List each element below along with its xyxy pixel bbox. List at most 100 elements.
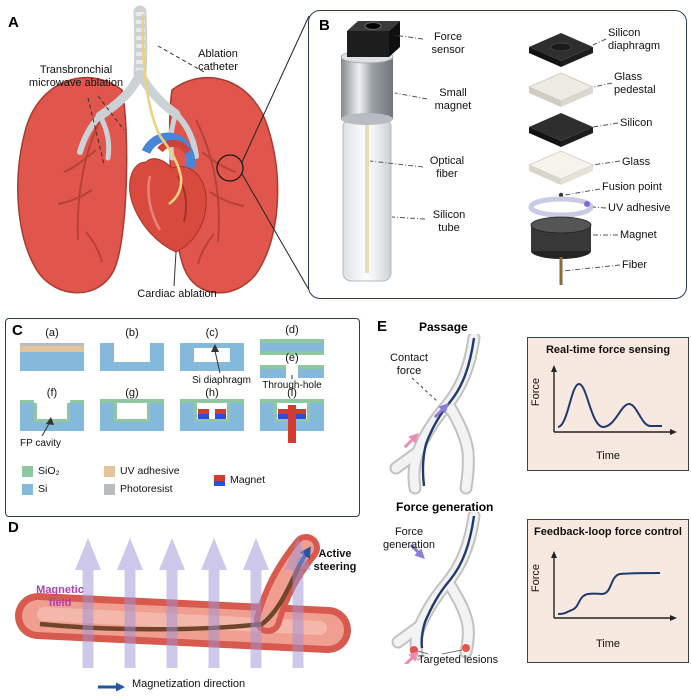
step-e-label: (e) <box>285 352 299 364</box>
field-arrows <box>75 538 311 668</box>
legend-sio2: SiO₂ <box>22 465 60 477</box>
time-axis-label: Time <box>595 450 621 462</box>
fp-cavity-annotation: FP cavity <box>20 438 61 449</box>
magnet-cylinder <box>530 216 592 259</box>
step-c-drawing <box>180 343 244 371</box>
heart <box>129 132 207 253</box>
uv-adhesive-swatch-icon <box>104 465 115 477</box>
legend-uv-adhesive: UV adhesive <box>104 465 180 477</box>
si-swatch-icon <box>22 483 33 495</box>
panelE-label: E <box>377 318 388 335</box>
small-magnet-label: Small magnet <box>434 87 472 112</box>
trachea <box>77 5 199 161</box>
zoom-circle <box>216 154 244 182</box>
panelB-box: B Force sensor Small magnet Optical fibe… <box>308 10 687 299</box>
glass-plate <box>528 150 594 185</box>
silicon-tube-label: Silicon tube <box>432 209 466 234</box>
through-hole-annotation: Through-hole <box>262 380 322 391</box>
legend-photoresist-label: Photoresist <box>120 483 173 495</box>
step-d-drawing <box>260 339 324 355</box>
step-b-drawing <box>100 343 164 371</box>
panelB-label: B <box>319 17 330 34</box>
transbronchial-label: Transbronchial microwave ablation <box>28 64 124 89</box>
glass-pedestal-plate <box>528 72 594 107</box>
photoresist-swatch-icon <box>104 483 115 495</box>
step-g-label: (g) <box>125 387 139 399</box>
fiber-label: Fiber <box>622 259 648 271</box>
step-e-drawing <box>260 365 324 378</box>
airway-passage-illustration <box>389 334 481 495</box>
fabrication-steps-illustration <box>20 339 324 443</box>
small-magnet-render <box>340 50 394 125</box>
anatomy-illustration <box>17 5 279 294</box>
step-f-drawing <box>20 400 84 431</box>
catheter-line <box>421 337 476 487</box>
glass-label: Glass <box>622 156 651 168</box>
uv-adhesive-label: UV adhesive <box>608 202 671 214</box>
force-axis-label: Force <box>530 378 542 407</box>
lung-vessels <box>57 119 245 265</box>
uv-adhesive-ring <box>528 196 594 218</box>
panelB-right-leaders <box>562 38 621 272</box>
step-f-label: (f) <box>46 387 58 399</box>
feedback-force-box: Feedback-loop force control Force Time <box>527 519 689 663</box>
silicon-plate <box>529 113 593 147</box>
step-h-label: (h) <box>205 387 219 399</box>
force-control-graph <box>551 551 677 621</box>
feedback-box-title: Feedback-loop force control <box>534 526 682 538</box>
panelC-box: C (a) (b) (c) (d) (e) (f) (g) (h) (i) Si… <box>5 318 360 517</box>
legend-uv-label: UV adhesive <box>120 465 180 477</box>
force-sensor-label: Force sensor <box>431 31 465 56</box>
sensor-assembly-illustration <box>340 21 621 285</box>
panelD-label: D <box>8 519 19 536</box>
magnetic-field-label: Magnetic field <box>36 584 84 609</box>
targeted-lesions-label: Targeted lesions <box>418 654 499 666</box>
optical-fiber-label: Optical fiber <box>429 155 465 180</box>
silicon-label: Silicon <box>620 117 653 129</box>
realtime-box-title: Real-time force sensing <box>545 344 671 356</box>
force-axis-label: Force <box>530 564 542 593</box>
force-generation-heading: Force generation <box>396 500 494 514</box>
ablation-catheter-label: Ablation catheter <box>198 48 238 73</box>
force-generation-label: Force generation <box>383 526 435 551</box>
lesion-dot <box>410 646 418 654</box>
silicon-tube-render <box>342 118 392 282</box>
ablation-catheter-line <box>141 13 183 206</box>
silicon-diaphragm-plate <box>529 33 593 67</box>
cardiac-ablation-label: Cardiac ablation <box>137 288 217 300</box>
step-c-label: (c) <box>205 327 219 339</box>
legend-si-label: Si <box>38 483 48 495</box>
si-diaphragm-annotation: Si diaphragm <box>192 375 251 386</box>
step-b-label: (b) <box>125 327 139 339</box>
legend-si: Si <box>22 483 47 495</box>
step-a-drawing <box>20 343 84 371</box>
sio2-swatch-icon <box>22 465 33 477</box>
step-g-drawing <box>100 399 164 431</box>
force-sensing-graph <box>551 365 677 435</box>
panelA-leaders <box>87 45 205 165</box>
step-i-drawing <box>260 399 324 443</box>
panelC-annotation-arrows <box>41 350 293 437</box>
panelA-label: A <box>8 14 19 31</box>
glass-pedestal-label: Glass pedestal <box>614 71 656 96</box>
panelB-left-leaders <box>369 34 428 220</box>
step-h-drawing <box>180 399 244 431</box>
contact-force-leader <box>411 377 439 403</box>
contact-force-label: Contact force <box>390 352 428 377</box>
step-a-label: (a) <box>45 327 59 339</box>
magnetization-direction-label: Magnetization direction <box>132 678 246 690</box>
magnet-swatch-icon <box>214 474 225 486</box>
airway-force-generation-illustration <box>391 512 481 664</box>
time-axis-label: Time <box>595 638 621 650</box>
step-i-label: (i) <box>287 387 297 399</box>
passage-heading: Passage <box>419 320 468 334</box>
legend-photoresist: Photoresist <box>104 483 173 495</box>
magnet-label: Magnet <box>620 229 657 241</box>
active-steering-label: Active steering <box>313 548 357 573</box>
lesion-dot <box>462 644 470 652</box>
steering-illustration <box>15 534 351 668</box>
legend-magnet-label: Magnet <box>230 474 266 486</box>
fusion-point-label: Fusion point <box>602 181 662 193</box>
panelC-label: C <box>12 322 23 339</box>
